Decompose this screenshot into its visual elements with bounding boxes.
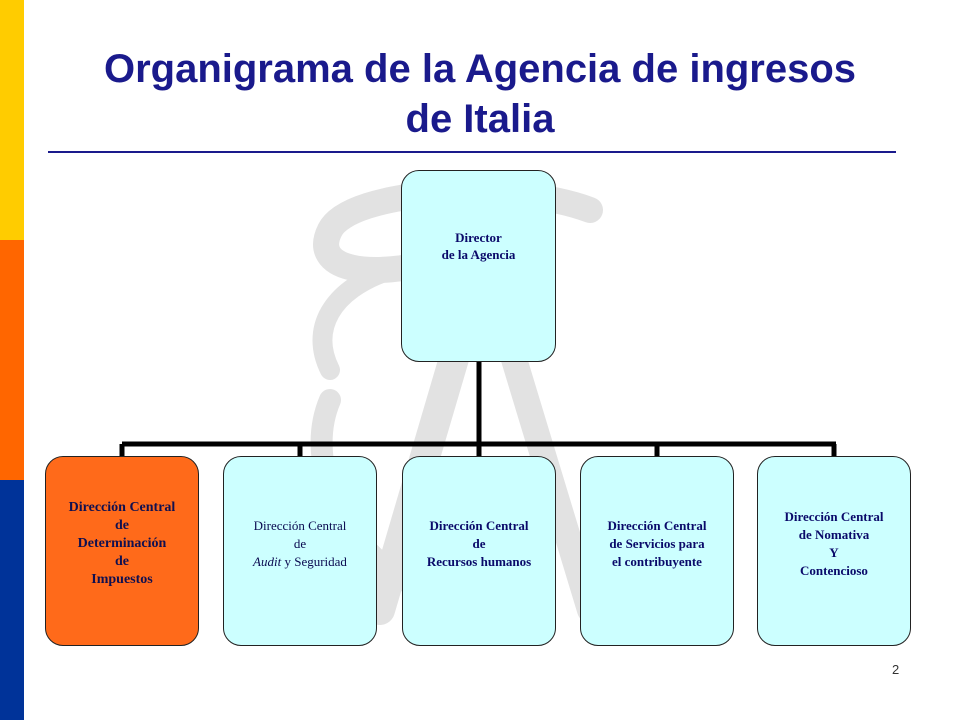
node-line: de [293, 536, 307, 551]
side-stripe-orange [0, 240, 24, 480]
title-divider [48, 151, 896, 153]
node-line: Dirección Central [607, 518, 707, 533]
node-line: Y [829, 545, 839, 560]
org-node-determinacion-impuestos: Dirección Central de Determinación de Im… [45, 456, 199, 646]
node-line: Impuestos [91, 572, 153, 587]
node-line: Recursos humanos [426, 554, 532, 569]
org-node-servicios-contribuyente: Dirección Central de Servicios para el c… [580, 456, 734, 646]
node-line: Dirección Central [429, 518, 529, 533]
node-line: Contencioso [800, 563, 868, 578]
org-node-director: Director de la Agencia [401, 170, 556, 362]
node-line: de Nomativa [798, 527, 870, 542]
org-node-recursos-humanos: Dirección Central de Recursos humanos [402, 456, 556, 646]
slide-title-line2: de Italia [405, 97, 555, 141]
side-stripe-yellow [0, 0, 24, 240]
node-line: de [472, 536, 486, 551]
node-line: Dirección Central [68, 500, 176, 515]
slide-title: Organigrama de la Agencia de ingresos de… [40, 44, 920, 144]
node-line: el contribuyente [612, 554, 702, 569]
node-line: de [115, 518, 129, 533]
node-line: de [115, 554, 129, 569]
node-line: Dirección Central [253, 518, 347, 533]
slide-title-line1: Organigrama de la Agencia de ingresos [103, 47, 857, 91]
director-line2: de la Agencia [441, 247, 516, 262]
director-line1: Director [455, 230, 502, 245]
page-number: 2 [892, 662, 900, 677]
node-line: Dirección Central [784, 509, 884, 524]
node-line: Determinación [77, 536, 167, 551]
side-stripe-blue [0, 480, 24, 720]
node-line: Audit y Seguridad [253, 554, 347, 569]
org-node-audit-seguridad: Dirección Central de Audit y Seguridad [223, 456, 377, 646]
org-node-normativa-contencioso: Dirección Central de Nomativa Y Contenci… [757, 456, 911, 646]
node-line: de Servicios para [609, 536, 705, 551]
